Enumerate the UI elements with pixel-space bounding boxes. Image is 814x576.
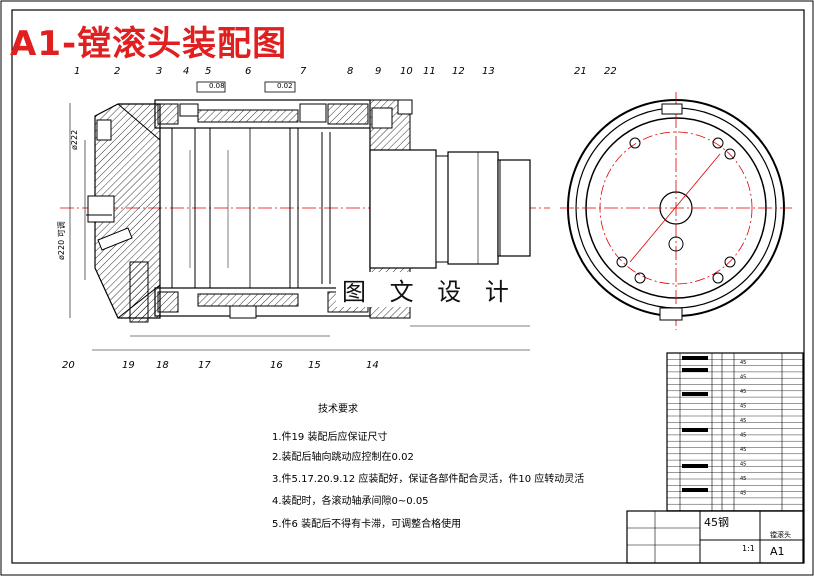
bom-material-cell: 45: [740, 375, 746, 381]
part-number-label: 1: [74, 66, 81, 77]
title-block-name: 镗滚头: [770, 531, 791, 539]
bom-table: 45 45 45 45 45 45 45 45 45 45: [666, 352, 804, 512]
tech-req-item: 3.件5.17.20.9.12 应装配好，保证各部件配合灵活，件10 应转动灵活: [272, 474, 585, 485]
drawing-title: A1-镗滚头装配图: [10, 24, 288, 64]
part-number-label: 14: [366, 360, 379, 371]
dim-label-pitch: ø220 可调: [57, 221, 66, 260]
title-block-material: 45钢: [704, 516, 729, 529]
part-number-label: 12: [452, 66, 465, 77]
part-number-label: 21: [574, 66, 587, 77]
bom-material-cell: 45: [740, 418, 746, 424]
tech-req-title: 技术要求: [318, 404, 358, 415]
tolerance-left: 0.08: [209, 82, 225, 90]
part-number-label: 22: [604, 66, 617, 77]
title-block-size: A1: [770, 545, 785, 558]
tech-req-item: 5.件6 装配后不得有卡滞，可调整合格使用: [272, 519, 462, 530]
part-number-label: 6: [245, 66, 252, 77]
tech-req-item: 4.装配时，各滚动轴承间隙0~0.05: [272, 496, 429, 507]
bom-material-cell: 45: [740, 447, 746, 453]
part-number-label: 10: [400, 66, 413, 77]
part-number-label: 7: [300, 66, 307, 77]
part-number-label: 4: [183, 66, 190, 77]
part-number-label: 16: [270, 360, 283, 371]
side-view: [560, 92, 792, 330]
part-number-label: 3: [156, 66, 163, 77]
bom-material-cell: 45: [740, 360, 746, 366]
part-number-label: 11: [423, 66, 436, 77]
part-number-label: 20: [62, 360, 75, 371]
bom-material-cell: 45: [740, 404, 746, 410]
bom-material-cell: 45: [740, 389, 746, 395]
part-number-label: 17: [198, 360, 211, 371]
part-number-label: 9: [375, 66, 382, 77]
part-number-label: 5: [205, 66, 212, 77]
part-number-label: 8: [347, 66, 354, 77]
bom-material-cell: 45: [740, 462, 746, 468]
watermark-text: 图 文 设 计: [336, 272, 523, 307]
bom-material-cell: 45: [740, 491, 746, 497]
part-number-label: 2: [114, 66, 121, 77]
part-number-label: 13: [482, 66, 495, 77]
part-number-label: 18: [156, 360, 169, 371]
tolerance-right: 0.02: [277, 82, 293, 90]
sheet-inner-border: [11, 9, 805, 564]
title-block-scale: 1:1: [742, 544, 755, 553]
part-number-label: 15: [308, 360, 321, 371]
dim-label-d222: ø222: [70, 129, 79, 150]
part-number-label: 19: [122, 360, 135, 371]
tech-req-item: 2.装配后轴向跳动应控制在0.02: [272, 452, 414, 463]
bom-material-cell: 45: [740, 433, 746, 439]
section-view: [60, 81, 550, 351]
tech-req-item: 1.件19 装配后应保证尺寸: [272, 432, 388, 443]
title-block: [626, 510, 804, 564]
bom-material-cell: 45: [740, 476, 746, 482]
